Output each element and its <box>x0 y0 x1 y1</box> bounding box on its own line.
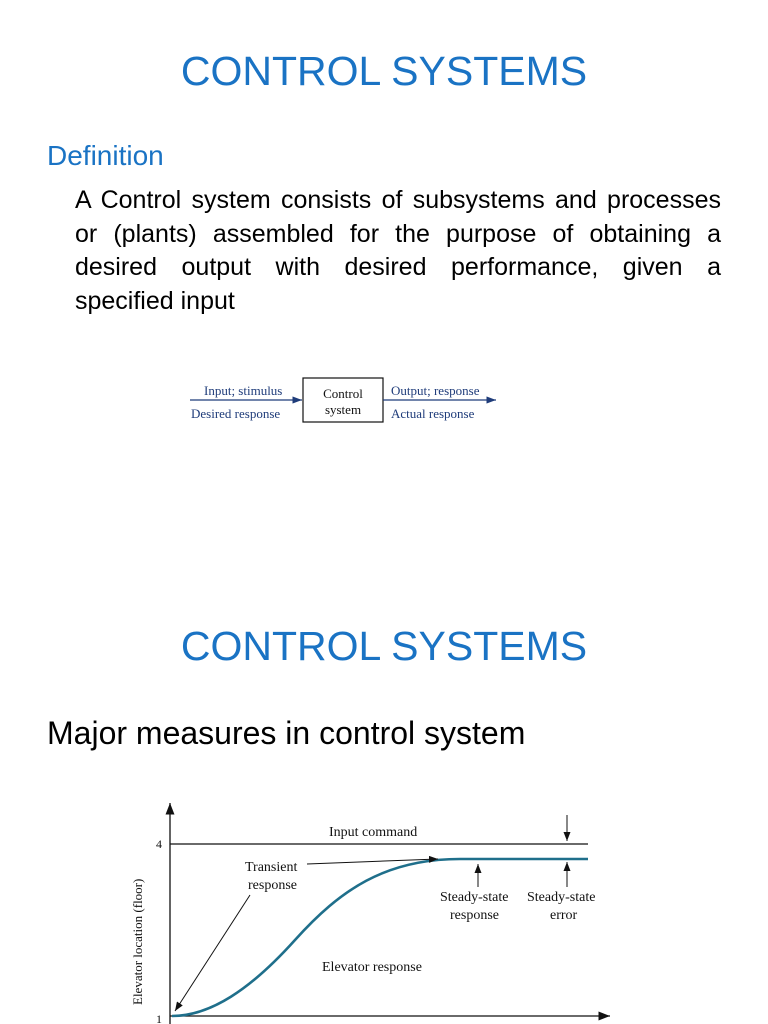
input-command-label: Input command <box>329 825 417 840</box>
input-label-top: Input; stimulus <box>204 383 282 398</box>
transient-label-2: response <box>248 878 297 893</box>
block-diagram: Input; stimulus Desired response Control… <box>190 377 496 423</box>
steady-state-error-label-2: error <box>550 908 578 923</box>
slide-title-2: CONTROL SYSTEMS <box>180 623 588 669</box>
box-label-line1: Control <box>323 386 363 401</box>
elevator-response-label: Elevator response <box>322 960 422 975</box>
box-label-line2: system <box>325 402 361 417</box>
response-graph: 4 1 Elevator location (floor) Input comm… <box>130 803 610 1024</box>
y-axis-label: Elevator location (floor) <box>130 879 145 1005</box>
y-tick-4: 4 <box>156 837 162 851</box>
output-label-bottom: Actual response <box>391 406 475 421</box>
slide-title: CONTROL SYSTEMS <box>180 48 588 94</box>
input-label-bottom: Desired response <box>191 406 280 421</box>
transient-arrow-down <box>174 894 251 1012</box>
definition-heading: Definition <box>47 140 164 171</box>
elevator-response-curve <box>171 857 588 1018</box>
steady-state-response-label-1: Steady-state <box>440 890 508 905</box>
definition-text: A Control system consists of subsystems … <box>75 186 721 315</box>
y-tick-1: 1 <box>156 1012 162 1024</box>
output-label-top: Output; response <box>391 383 480 398</box>
steady-state-response-label-2: response <box>450 908 499 923</box>
section-heading: Major measures in control system <box>47 715 526 751</box>
transient-label-1: Transient <box>245 860 297 875</box>
transient-arrow-right <box>306 855 439 865</box>
steady-state-error-label-1: Steady-state <box>527 890 595 905</box>
